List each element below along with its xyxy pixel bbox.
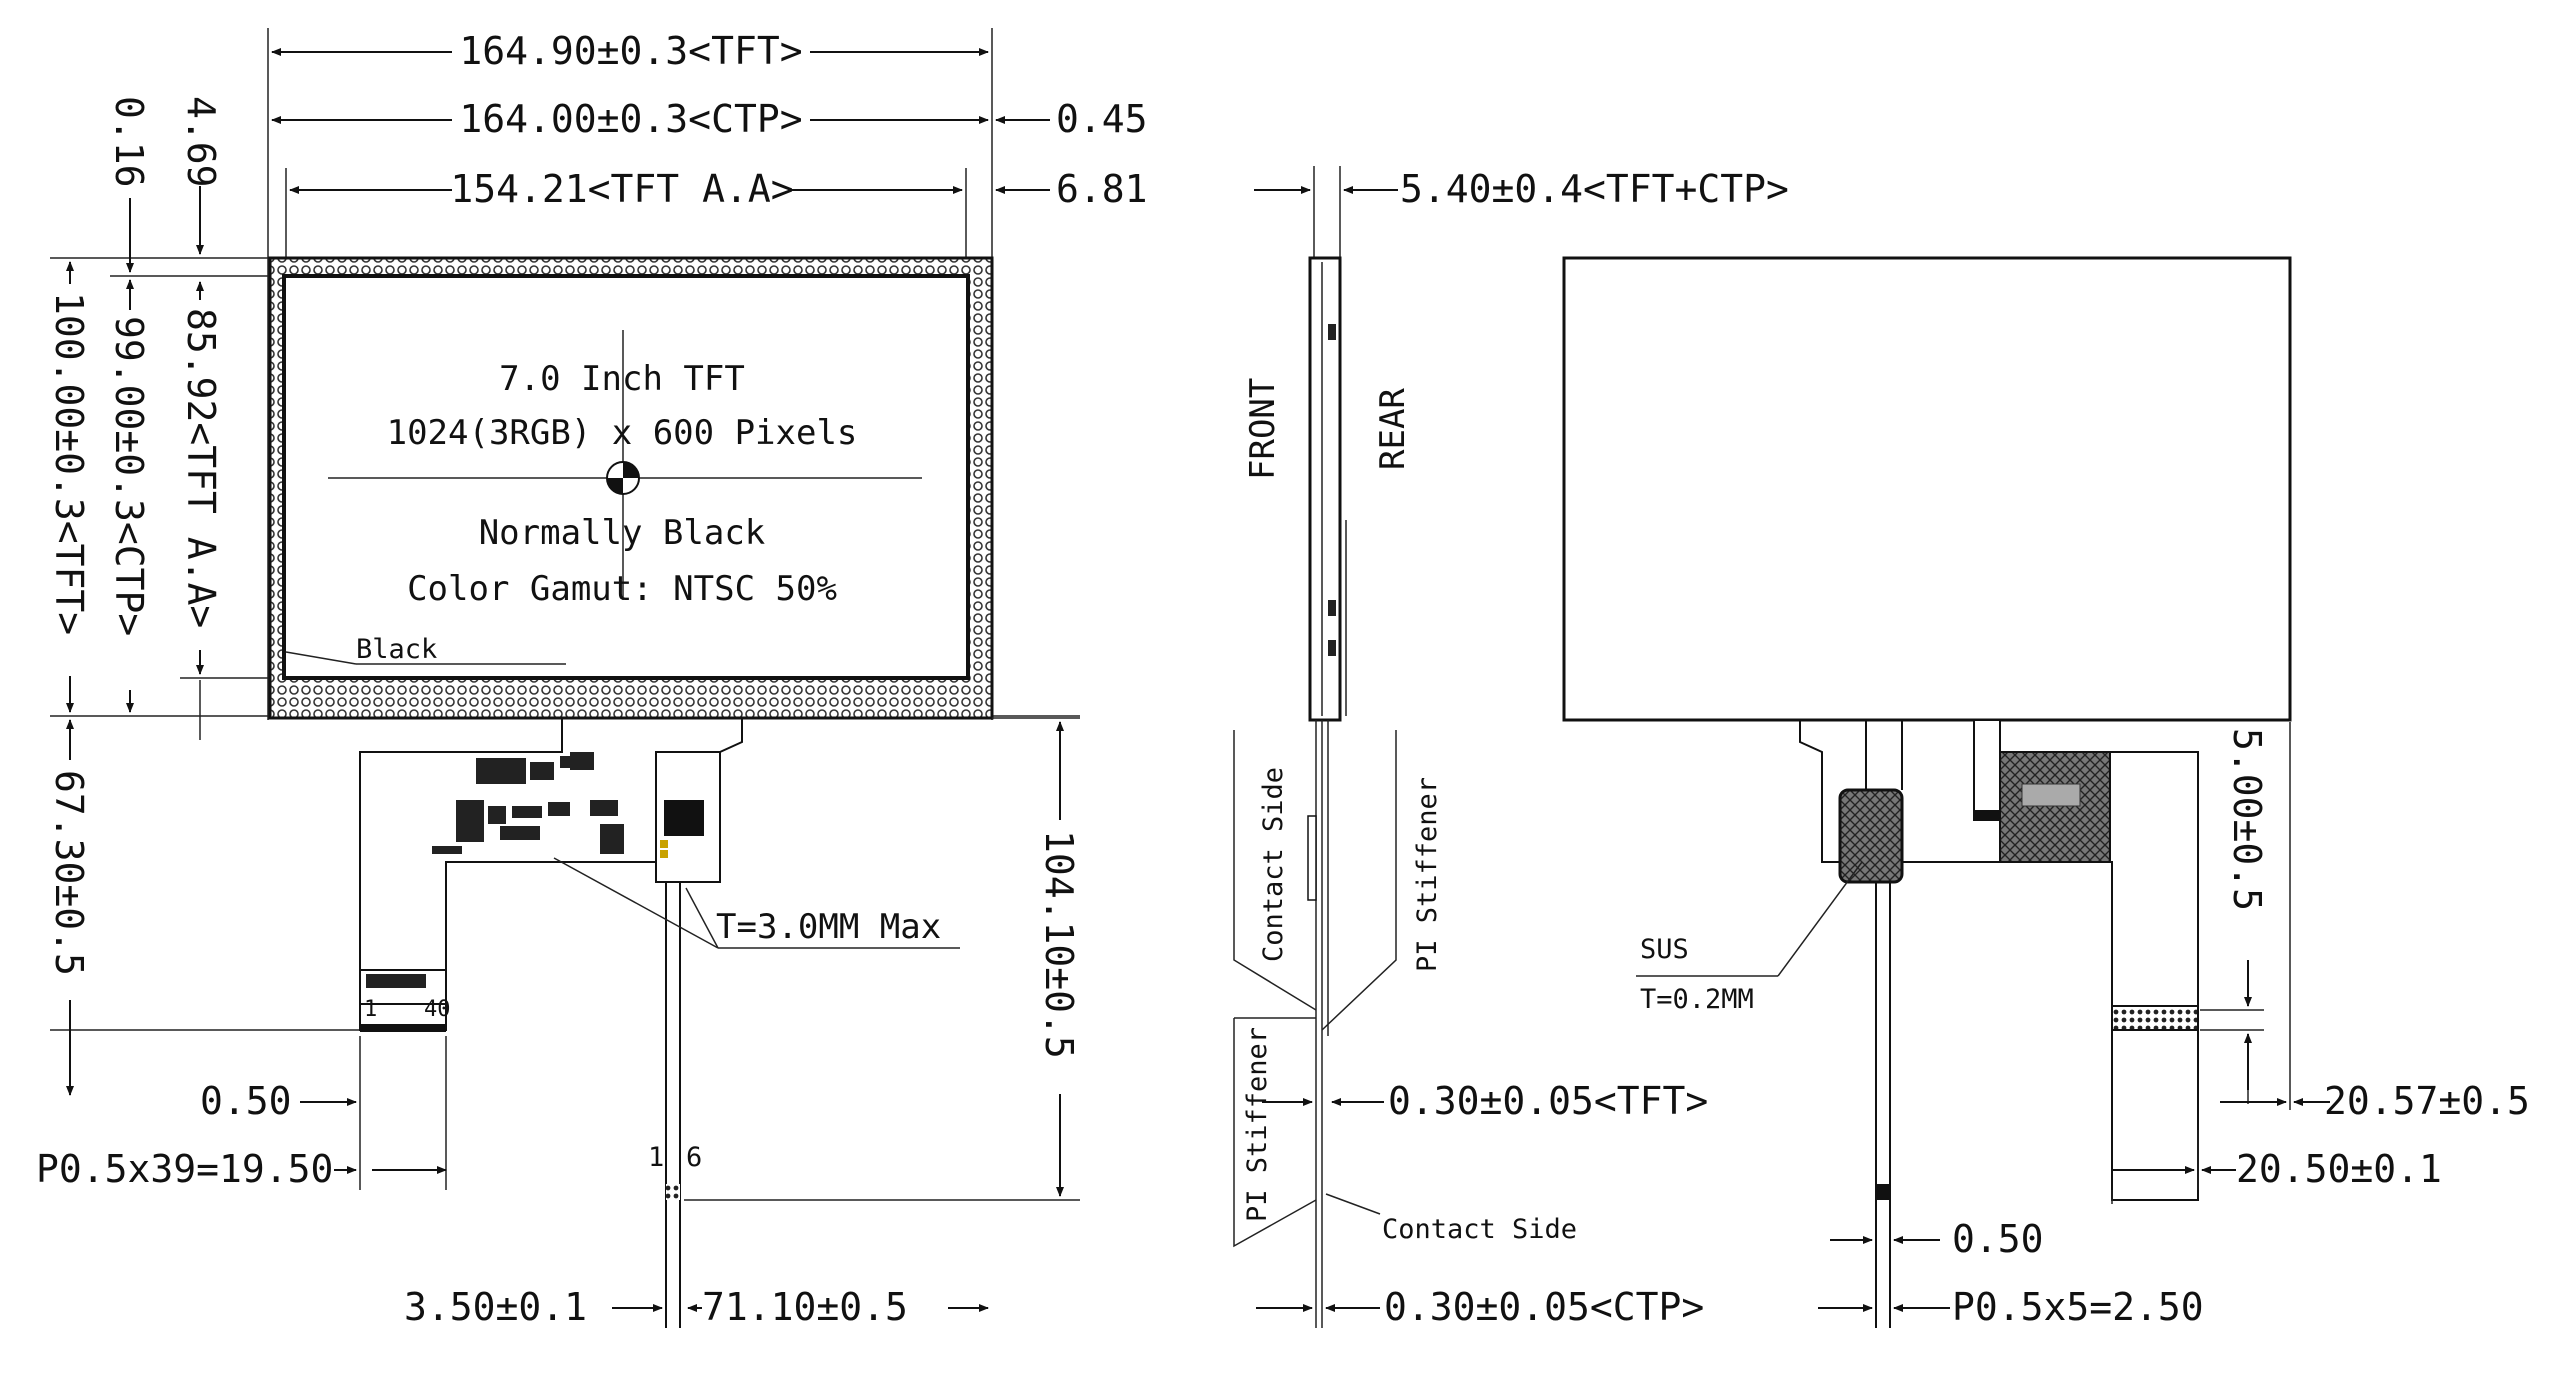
front-view: 164.90±0.3<TFT> 164.00±0.3<CTP> 0.45 154… [36, 28, 1148, 1329]
rear-panel-outline [1562, 256, 2292, 722]
leader-line [1777, 861, 1863, 977]
pi-stiffener-right-outline [1321, 730, 1397, 1031]
pi-stiffener-left-outline [1233, 1017, 1317, 1248]
rear-label: REAR [1373, 388, 1413, 470]
side-view: 5.40±0.4<TFT+CTP> FRONT REAR Contact Sid… [1233, 166, 1789, 1329]
thickness-note: T=3.0MM Max [716, 907, 941, 947]
leader-line [685, 887, 719, 949]
contact-side-top: Contact Side [1258, 767, 1289, 962]
sus-thickness: T=0.2MM [1640, 984, 1754, 1015]
black-label: Black [356, 634, 437, 665]
pin-label-6: 6 [686, 1142, 702, 1173]
contact-side-top-outline [1233, 730, 1317, 1011]
dim-ctp-fpc: 0.30±0.05<CTP> [1384, 1285, 1704, 1329]
rear-fpc-contacts [2111, 1005, 2199, 1031]
leader-line [553, 857, 719, 949]
dim-350: 3.50±0.1 [404, 1285, 587, 1329]
dim-500: 5.00±0.5 [2225, 728, 2269, 911]
ctp-fpc-contacts [666, 1184, 680, 1200]
center-mark-fill [607, 462, 639, 494]
pin-label-1: 1 [364, 997, 377, 1022]
panel-gamut-text: Color Gamut: NTSC 50% [407, 569, 837, 609]
pin-label-1b: 1 [648, 1142, 664, 1173]
dim-7110: 71.10±0.5 [702, 1285, 908, 1329]
pin-label-40: 40 [424, 997, 451, 1022]
front-label: FRONT [1243, 378, 1283, 480]
sus-stiffener [1838, 788, 1904, 884]
dim-2057: 20.57±0.5 [2324, 1079, 2530, 1123]
dim-left-016: 0.16 [107, 96, 151, 188]
dim-2050: 20.50±0.1 [2236, 1147, 2442, 1191]
dim-top-tft: 164.90±0.3<TFT> [459, 29, 802, 73]
dim-left-ctp: 99.00±0.3<CTP> [107, 316, 151, 636]
dim-left-469: 4.69 [179, 96, 223, 188]
rear-fpc-shield [1999, 751, 2111, 863]
pi-stiffener-left: PI Stiffener [1242, 1027, 1273, 1222]
dim-top-aa: 154.21<TFT A.A> [450, 167, 793, 211]
dim-pitch-front: P0.5x39=19.50 [36, 1147, 333, 1191]
dim-left-tft: 100.00±0.3<TFT> [47, 292, 91, 635]
dim-tft-fpc: 0.30±0.05<TFT> [1388, 1079, 1708, 1123]
dim-top-ctp: 164.00±0.3<CTP> [459, 97, 802, 141]
dim-left-aa: 85.92<TFT A.A> [179, 308, 223, 628]
fpc-contacts [360, 1024, 446, 1032]
pi-stiffener-right: PI Stiffener [1412, 777, 1443, 972]
dim-050-rear: 0.50 [1952, 1217, 2044, 1261]
contact-side-bottom: Contact Side [1382, 1214, 1577, 1245]
panel-resolution-text: 1024(3RGB) x 600 Pixels [387, 413, 858, 453]
dim-right-681: 6.81 [1056, 167, 1148, 211]
panel-mode-text: Normally Black [479, 513, 766, 553]
leader-line [285, 651, 357, 665]
dim-right-045: 0.45 [1056, 97, 1148, 141]
panel-size-text: 7.0 Inch TFT [499, 359, 745, 399]
rear-view: SUS T=0.2MM 5.00±0.5 20.57±0.5 20.50±0.1… [1562, 256, 2530, 1329]
dim-050-front: 0.50 [200, 1079, 292, 1123]
leader-line [1325, 1193, 1381, 1215]
sus-label: SUS [1640, 934, 1689, 965]
dim-module-thickness: 5.40±0.4<TFT+CTP> [1400, 167, 1789, 211]
dim-right-fpc: 104.10±0.5 [1037, 830, 1081, 1059]
fpc-outline [359, 718, 743, 1031]
dim-pitch-rear: P0.5x5=2.50 [1952, 1285, 2204, 1329]
dim-left-fpc: 67.30±0.5 [47, 770, 91, 976]
